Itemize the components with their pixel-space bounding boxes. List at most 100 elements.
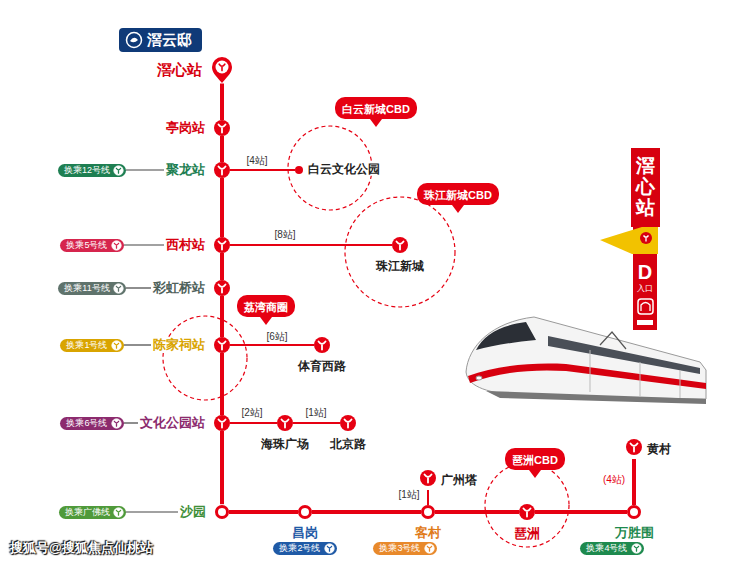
transfer-badge: 换乘广佛线 <box>59 506 126 519</box>
transfer-text: 换乘广佛线 <box>65 507 110 518</box>
station: 珠江新城 <box>392 237 408 257</box>
station-marker <box>519 504 535 520</box>
station-marker <box>626 439 642 455</box>
metro-line <box>220 353 224 415</box>
transfer-link <box>124 344 152 345</box>
callout-tail <box>260 317 272 325</box>
metro-logo <box>114 421 118 426</box>
callout-text: 白云新城CBD <box>342 103 410 115</box>
metro-line <box>220 296 224 337</box>
station: 彩虹桥站 <box>151 280 230 296</box>
metro-logo <box>634 546 638 551</box>
metro-logo <box>116 510 120 515</box>
station: 体育西路 <box>314 337 330 357</box>
area-callout: 琶洲CBD <box>505 448 565 470</box>
station-marker <box>214 120 230 136</box>
train-illustration <box>600 332 626 349</box>
transfer-text: 换乘11号线 <box>64 283 109 294</box>
station: 黄村 <box>626 439 642 459</box>
logo-text: 滘云邸 <box>147 31 192 48</box>
station: 聚龙站 <box>164 162 230 178</box>
area-circle <box>485 463 569 547</box>
transfer-icon <box>631 543 640 552</box>
station-name: 西村站 <box>164 237 207 253</box>
station-marker <box>214 162 230 178</box>
transfer-icon <box>111 340 120 349</box>
stop-count: [1站] <box>304 407 327 419</box>
metro-logo <box>219 167 226 175</box>
transfer-link <box>126 287 151 288</box>
station-marker <box>519 504 535 520</box>
sign-text: 滘心站 <box>636 156 655 219</box>
transfer-badge: 换乘5号线 <box>60 239 123 252</box>
entrance-label: 入口 <box>637 284 653 294</box>
station-marker <box>214 337 230 353</box>
sign-flag <box>600 222 658 254</box>
stop-count: [6站] <box>265 331 288 343</box>
station-marker <box>277 415 293 431</box>
station-pin <box>212 57 232 83</box>
metro-logo <box>524 509 531 517</box>
station-marker <box>214 120 230 136</box>
station: 沙园 <box>178 504 229 520</box>
transfer-text: 换乘4号线 <box>586 543 627 554</box>
station-name: 万胜围 <box>614 525 655 541</box>
transfer-icon <box>111 340 122 351</box>
callout-tail <box>370 119 382 127</box>
area-callout: 荔湾商圈 <box>237 295 295 317</box>
station-marker <box>214 162 230 178</box>
callout-tail <box>370 119 382 127</box>
stop-count: [4站] <box>245 155 268 167</box>
callout-text: 荔湾商圈 <box>244 301 288 313</box>
transfer-icon <box>324 543 335 554</box>
metro-logo <box>319 342 326 350</box>
branch-line <box>230 344 314 346</box>
metro-line <box>220 84 224 121</box>
callout-tail <box>260 317 272 325</box>
station-marker <box>420 470 436 486</box>
logo-icon <box>125 31 143 49</box>
station-name: 滘心站 <box>155 61 204 79</box>
stop-count: [8站] <box>273 229 296 241</box>
station-marker <box>392 237 408 253</box>
metro-logo <box>116 286 120 291</box>
station-marker <box>627 505 641 519</box>
callout-text: 琶洲CBD <box>512 454 558 466</box>
callout-tail <box>452 205 464 213</box>
station-marker <box>627 505 641 519</box>
metro-logo <box>644 236 649 242</box>
metro-line <box>220 431 224 504</box>
entrance-sign <box>600 222 658 330</box>
metro-line <box>220 136 224 162</box>
station-marker <box>214 162 230 178</box>
transfer-icon <box>111 240 120 249</box>
area-callout: 珠江新城CBD <box>417 183 499 205</box>
station-marker <box>392 237 408 253</box>
transfer-badge: 换乘6号线 <box>60 417 123 430</box>
transfer-icon <box>631 543 642 554</box>
transfer-icon <box>111 418 120 427</box>
train-illustration <box>590 350 680 398</box>
exit-icon <box>638 299 653 314</box>
metro-line <box>220 253 224 280</box>
station-marker <box>340 415 356 431</box>
metro-logo <box>219 420 226 428</box>
station-marker <box>214 337 230 353</box>
station-marker <box>314 337 330 353</box>
train-illustration <box>466 317 706 399</box>
area-callout: 白云新城CBD <box>335 97 417 119</box>
station-name: 琶洲 <box>513 526 541 542</box>
transfer-badge: 换乘4号线 <box>580 542 643 555</box>
station-marker <box>295 166 303 174</box>
metro-logo <box>397 242 404 250</box>
branch-line <box>230 169 295 171</box>
station-marker <box>421 505 435 519</box>
transfer-text: 换乘5号线 <box>66 240 107 251</box>
station-marker <box>214 280 230 296</box>
station-marker <box>215 505 229 519</box>
station: 广州塔 <box>420 470 436 490</box>
station-marker <box>340 415 356 431</box>
station: 昌岗 <box>298 505 312 523</box>
entrance-letter: D <box>638 260 652 284</box>
station-marker <box>392 237 408 253</box>
